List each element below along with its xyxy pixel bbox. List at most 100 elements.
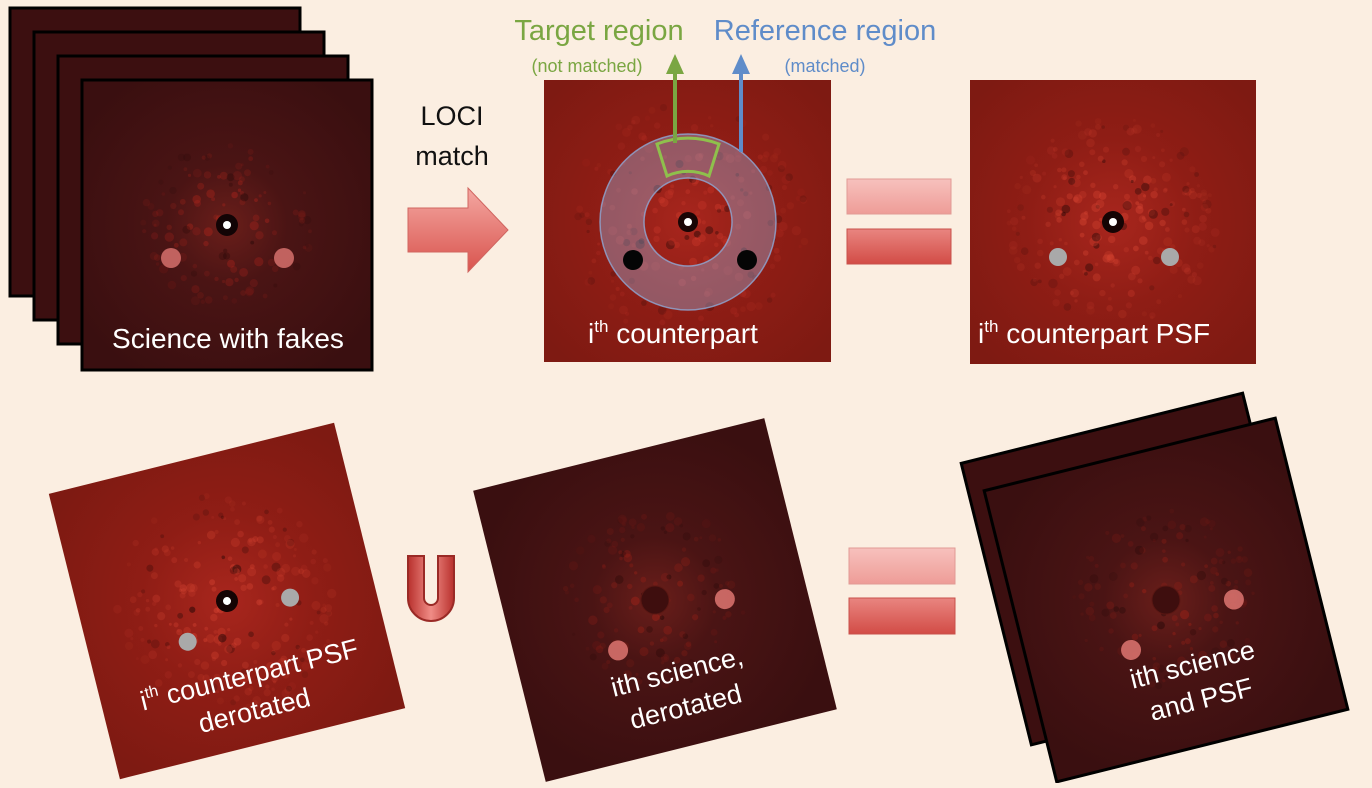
speckle [1080, 612, 1084, 616]
speckle [1151, 666, 1159, 675]
speckle [604, 540, 611, 547]
psf-grey-dot-right [1161, 248, 1179, 266]
speckle [1119, 607, 1126, 614]
speckle [1141, 182, 1150, 192]
speckle [1143, 218, 1147, 222]
speckle [140, 637, 145, 642]
speckle [158, 179, 164, 185]
counterpart-speckles [574, 104, 809, 342]
speckle [1064, 241, 1068, 246]
speckle [210, 613, 218, 622]
speckle [1164, 675, 1169, 680]
derotated-science-speckles [562, 512, 746, 692]
speckle [1196, 570, 1207, 581]
speckle [197, 673, 205, 681]
speckle [1088, 129, 1098, 138]
speckle [183, 167, 188, 172]
speckle [150, 517, 158, 524]
speckle [203, 493, 210, 500]
speckle [630, 534, 635, 539]
speckle [1088, 555, 1095, 562]
speckle [606, 602, 613, 609]
speckle [682, 532, 691, 541]
speckle [704, 287, 713, 296]
speckle [1135, 201, 1140, 206]
speckle [1122, 124, 1130, 131]
speckle [168, 622, 172, 626]
speckle [734, 272, 744, 282]
speckle [633, 571, 638, 575]
speckle [256, 515, 265, 524]
speckle [232, 564, 242, 574]
derotated-grey-dot-left [178, 632, 197, 651]
speckle [1123, 247, 1130, 253]
speckle [606, 527, 614, 535]
speckle [1165, 227, 1170, 232]
speckle [292, 554, 297, 558]
speckle [670, 184, 675, 189]
speckle [1061, 167, 1067, 173]
speckle [1034, 262, 1041, 269]
speckle [1093, 242, 1100, 249]
speckle [701, 220, 706, 225]
speckle [226, 173, 235, 182]
speckle [180, 588, 187, 595]
speckle [201, 155, 206, 160]
speckle [1181, 263, 1191, 273]
speckle [152, 210, 159, 218]
speckle [1041, 194, 1046, 200]
speckle [183, 626, 191, 635]
speckle [252, 536, 259, 543]
speckle [682, 633, 689, 640]
speckle [301, 671, 309, 678]
speckle [213, 673, 221, 681]
speckle [701, 589, 707, 596]
speckle [217, 627, 226, 637]
speckle [211, 197, 216, 202]
speckle [659, 328, 666, 335]
speckle [703, 291, 711, 298]
speckle [1198, 627, 1202, 631]
speckle [240, 584, 247, 592]
speckle [800, 197, 807, 204]
speckle [189, 583, 198, 593]
speckle [1014, 182, 1021, 190]
science-star [223, 221, 231, 229]
speckle [717, 538, 722, 542]
speckle [635, 677, 643, 685]
speckle [293, 547, 297, 551]
speckle [1086, 301, 1095, 310]
speckle [725, 611, 732, 618]
speckle [166, 645, 171, 650]
speckle [226, 644, 235, 654]
speckle [229, 564, 237, 571]
speckle [148, 650, 158, 660]
speckle [141, 589, 146, 594]
speckle [150, 572, 158, 580]
speckle [1046, 206, 1053, 213]
speckle [164, 671, 173, 679]
speckle [224, 645, 233, 654]
speckle [240, 290, 247, 296]
speckle [663, 656, 668, 661]
speckle [1167, 520, 1177, 530]
speckle [659, 638, 664, 643]
speckle [1078, 593, 1085, 600]
speckle [576, 205, 584, 213]
speckle [283, 535, 291, 542]
speckle [302, 245, 307, 250]
speckle [264, 509, 269, 515]
speckle [179, 198, 186, 205]
speckle [1182, 190, 1187, 196]
speckle [1153, 187, 1158, 192]
speckle [618, 550, 623, 555]
speckle [586, 229, 590, 234]
speckle [233, 637, 242, 646]
speckle [602, 564, 606, 568]
speckle [734, 150, 743, 158]
speckle [715, 231, 719, 235]
speckle [690, 275, 697, 282]
speckle [205, 634, 215, 643]
speckle [631, 243, 636, 248]
speckle [592, 640, 602, 650]
